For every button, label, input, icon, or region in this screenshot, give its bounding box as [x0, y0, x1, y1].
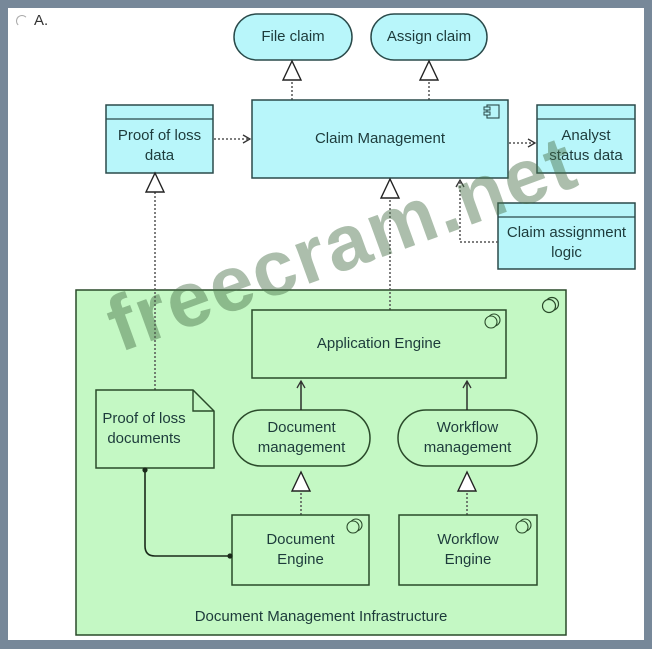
claim-management-label: Claim Management — [314, 130, 446, 147]
application-engine-label: Application Engine — [316, 335, 442, 352]
document-engine-label: Document Engine — [266, 531, 335, 568]
option-label: A. — [34, 12, 49, 29]
system-software-icon — [515, 518, 532, 534]
realization-arrowhead — [456, 470, 478, 492]
claim-management-component[interactable] — [251, 99, 509, 179]
answer-option[interactable]: A. — [16, 12, 48, 29]
proof-of-loss-documents-artifact[interactable] — [95, 389, 215, 469]
file-claim-service[interactable] — [233, 13, 353, 61]
document-management-label: Document management — [257, 419, 346, 456]
application-engine-node[interactable] — [251, 309, 507, 379]
realization-arrowhead — [379, 177, 401, 199]
realization-arrowhead — [418, 59, 440, 81]
component-icon — [483, 104, 500, 119]
proof-of-loss-data-object[interactable] — [105, 104, 214, 174]
assignment-relation — [142, 467, 233, 559]
claim-assignment-logic-label: Claim assignment logic — [506, 224, 627, 261]
system-software-icon — [346, 518, 363, 534]
proof-of-loss-documents-label: Proof of loss documents — [102, 410, 186, 447]
realization-arrowhead — [290, 470, 312, 492]
workflow-management-label: Workflow management — [423, 419, 512, 456]
analyst-status-data-object[interactable] — [536, 104, 636, 174]
proof-of-loss-data-label: Proof of loss data — [117, 127, 202, 164]
radio-button[interactable] — [16, 14, 28, 27]
file-claim-label: File claim — [261, 28, 325, 45]
access-relation — [455, 178, 498, 243]
workflow-engine-label: Workflow Engine — [437, 531, 499, 568]
assign-claim-label: Assign claim — [386, 28, 472, 45]
document-engine-node[interactable] — [231, 514, 370, 586]
system-software-icon — [484, 313, 501, 329]
realization-arrowhead — [281, 59, 303, 81]
realization-arrowhead — [144, 171, 166, 193]
claim-assignment-logic-object[interactable] — [497, 202, 636, 270]
node-icon — [541, 296, 560, 314]
analyst-status-data-label: Analyst status data — [549, 127, 623, 164]
workflow-engine-node[interactable] — [398, 514, 538, 586]
infrastructure-label: Document Management Infrastructure — [194, 608, 448, 625]
